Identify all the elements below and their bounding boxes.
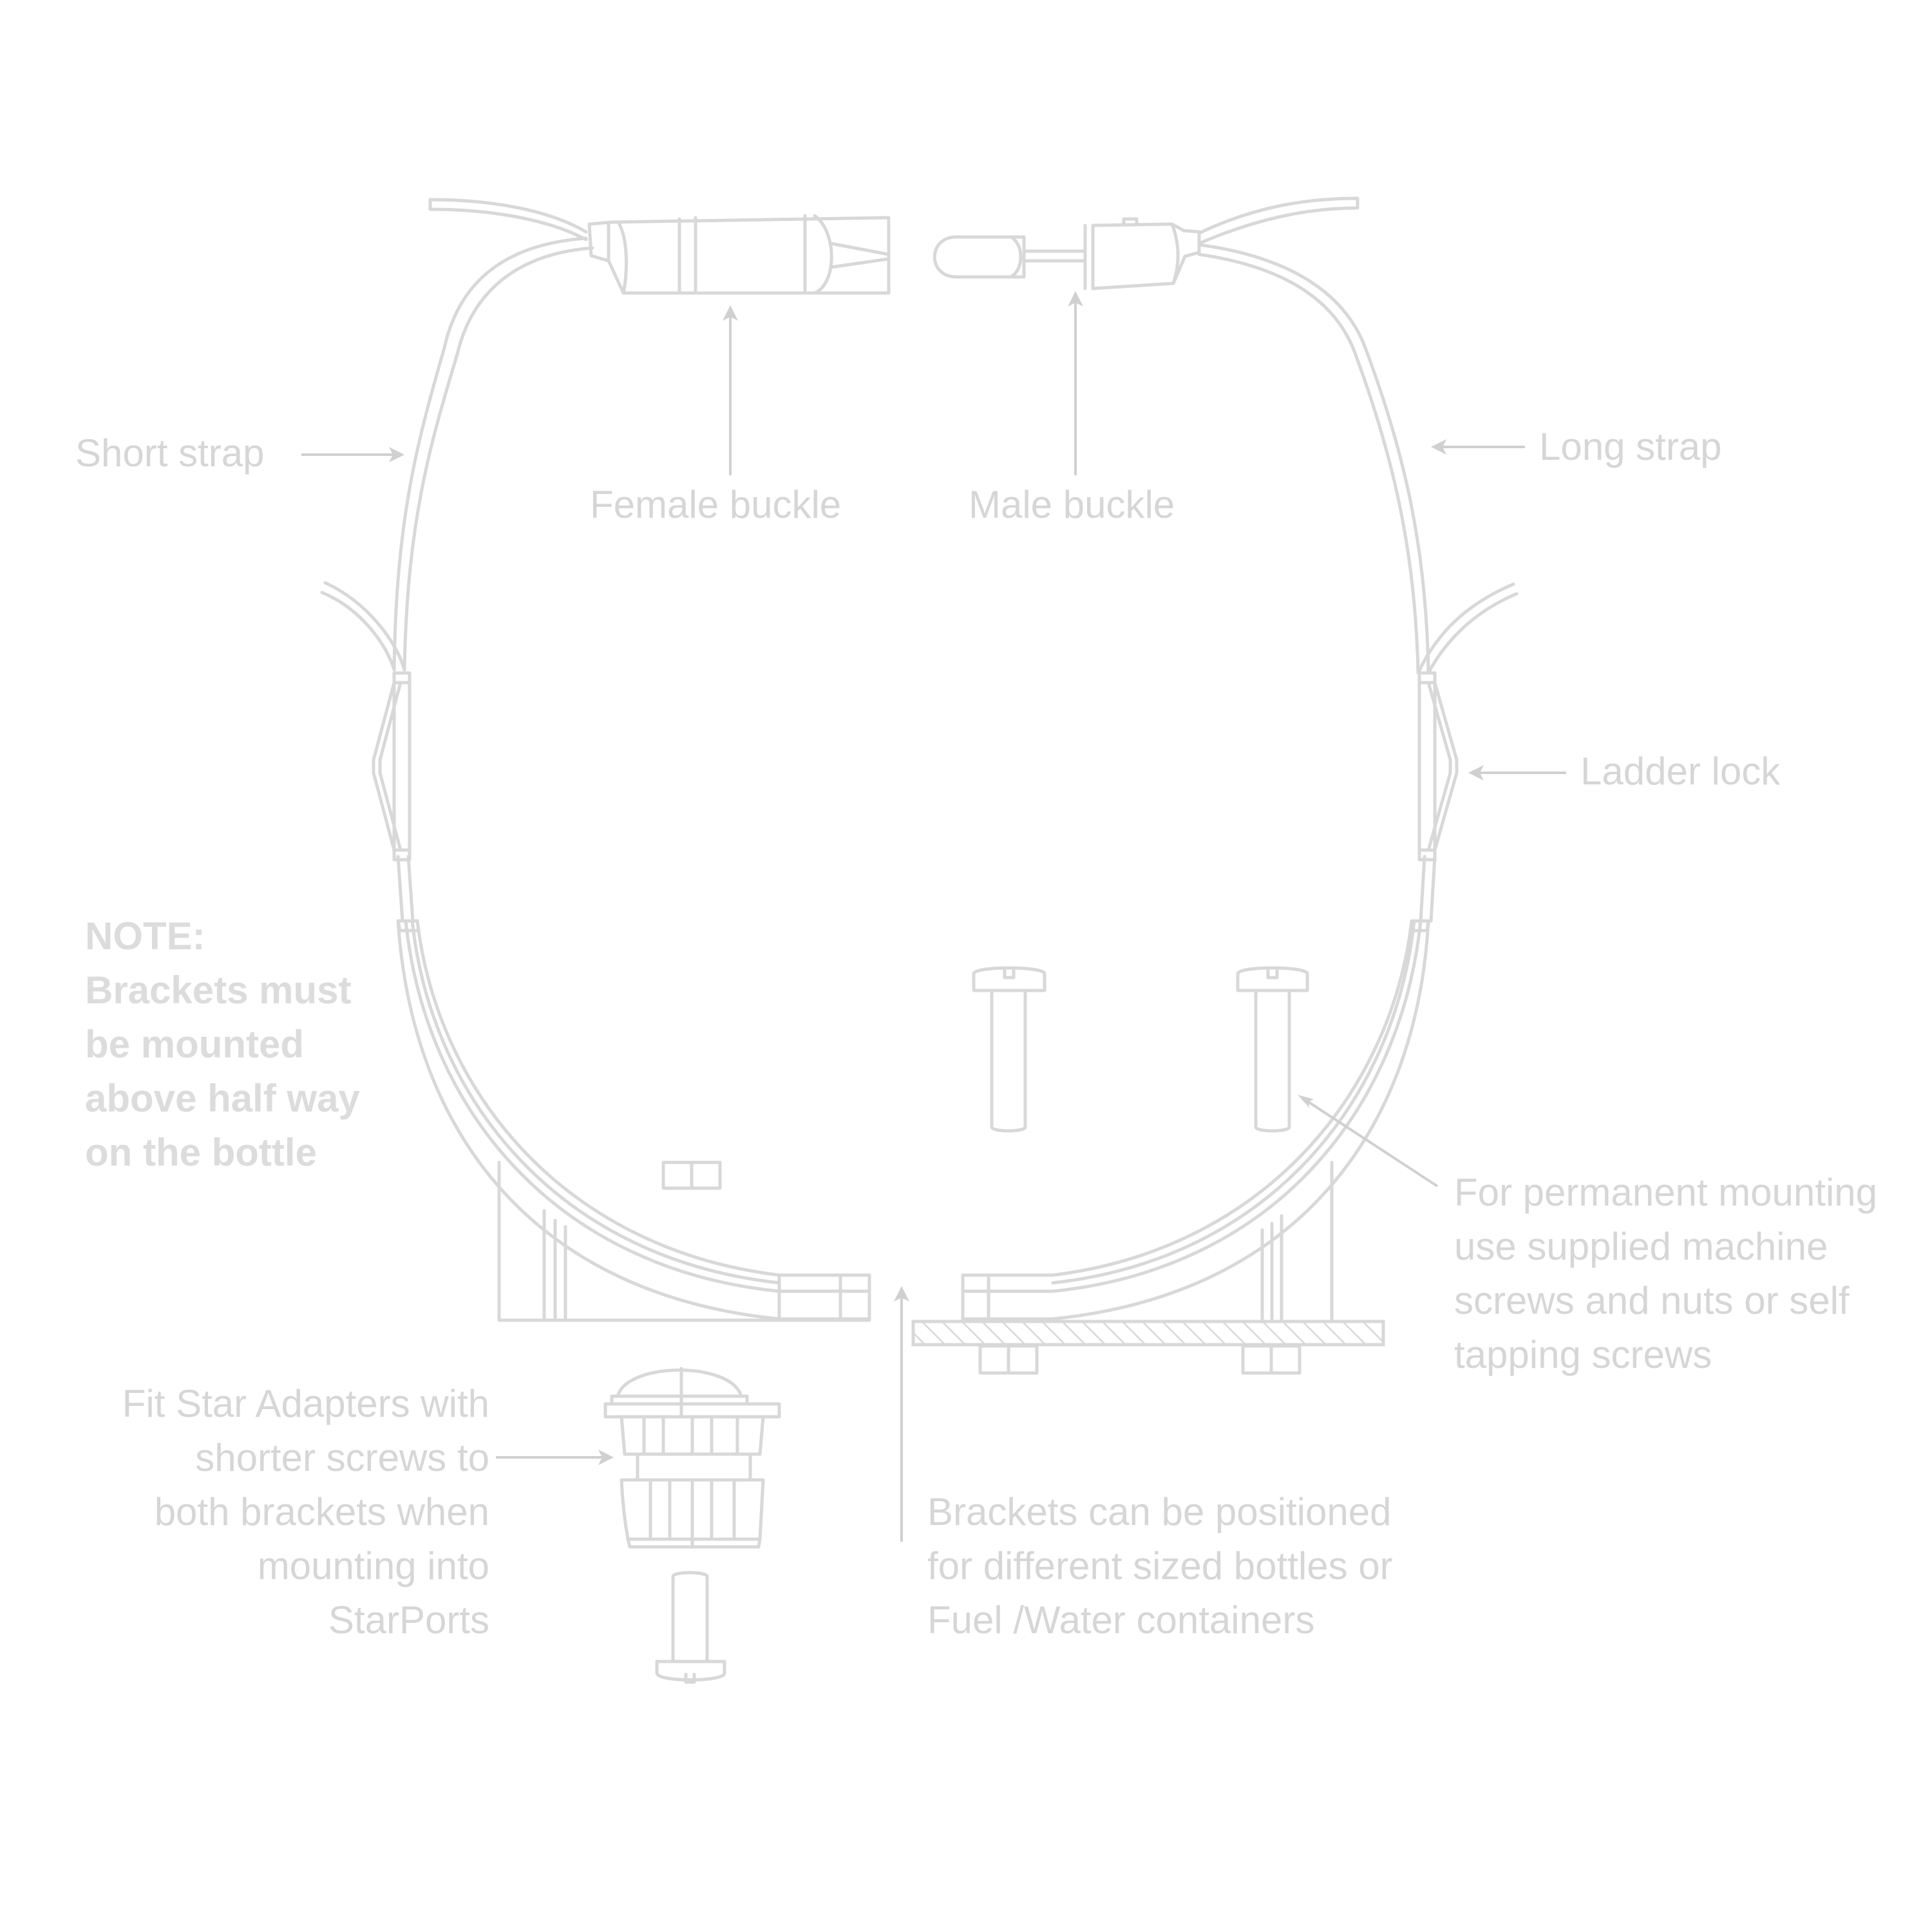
machine-screw-left bbox=[972, 966, 1046, 1133]
arrow-brackets-positioned bbox=[894, 1286, 909, 1542]
note-line: be mounted bbox=[85, 1023, 304, 1066]
brackets-positioned-line: Brackets can be positioned bbox=[927, 1490, 1392, 1533]
nut-right bbox=[1241, 1344, 1302, 1375]
left-bracket bbox=[396, 919, 871, 1322]
note-line: on the bottle bbox=[85, 1131, 317, 1174]
mounting-plate bbox=[911, 1320, 1385, 1347]
permanent-mounting-line: use supplied machine bbox=[1454, 1225, 1828, 1268]
long-strap bbox=[1197, 196, 1519, 923]
arrow-female-buckle bbox=[723, 305, 738, 475]
note-text: NOTE: Brackets must be mounted above hal… bbox=[85, 909, 360, 1180]
permanent-mounting-line: screws and nuts or self bbox=[1454, 1279, 1850, 1322]
female-buckle-label: Female buckle bbox=[590, 483, 842, 526]
star-adapters-line: mounting into bbox=[257, 1544, 489, 1587]
star-adapter bbox=[603, 1367, 781, 1549]
arrow-short-strap bbox=[301, 447, 404, 462]
permanent-mounting-line: tapping screws bbox=[1454, 1333, 1712, 1376]
note-line: above half way bbox=[85, 1077, 360, 1120]
machine-screw-right bbox=[1236, 966, 1309, 1133]
right-bracket bbox=[961, 919, 1430, 1322]
brackets-positioned-line: Fuel /Water containers bbox=[927, 1598, 1315, 1642]
brackets-positioned-label: Brackets can be positioned for different… bbox=[927, 1485, 1393, 1647]
nut-left bbox=[978, 1344, 1039, 1375]
arrow-star-adapters bbox=[496, 1450, 614, 1465]
male-buckle bbox=[933, 217, 1201, 290]
ladder-lock-label: Ladder lock bbox=[1580, 750, 1781, 793]
arrow-ladder-lock bbox=[1468, 765, 1566, 781]
female-buckle bbox=[587, 214, 891, 295]
male-buckle-label: Male buckle bbox=[969, 483, 1175, 526]
star-adapters-line: shorter screws to bbox=[195, 1436, 489, 1479]
note-line: Brackets must bbox=[85, 969, 352, 1012]
left-ladder-lock bbox=[372, 671, 412, 862]
short-screw bbox=[655, 1571, 726, 1684]
star-adapters-line: StarPorts bbox=[328, 1598, 489, 1642]
brackets-positioned-line: for different sized bottles or bbox=[927, 1544, 1393, 1587]
short-strap bbox=[320, 198, 594, 923]
arrow-long-strap bbox=[1431, 439, 1525, 455]
arrow-male-buckle bbox=[1068, 291, 1083, 475]
star-adapters-line: Fit Star Adapters with bbox=[122, 1382, 489, 1425]
permanent-mounting-line: For permanent mounting bbox=[1454, 1171, 1878, 1214]
arrow-permanent-mounting bbox=[1298, 1095, 1439, 1188]
star-adapters-line: both brackets when bbox=[154, 1490, 489, 1533]
short-strap-label: Short strap bbox=[75, 431, 265, 475]
right-ladder-lock bbox=[1417, 671, 1459, 862]
permanent-mounting-label: For permanent mounting use supplied mach… bbox=[1454, 1166, 1877, 1382]
long-strap-label: Long strap bbox=[1539, 425, 1722, 468]
note-heading: NOTE: bbox=[85, 914, 205, 958]
star-adapters-label: Fit Star Adapters with shorter screws to… bbox=[122, 1377, 489, 1647]
